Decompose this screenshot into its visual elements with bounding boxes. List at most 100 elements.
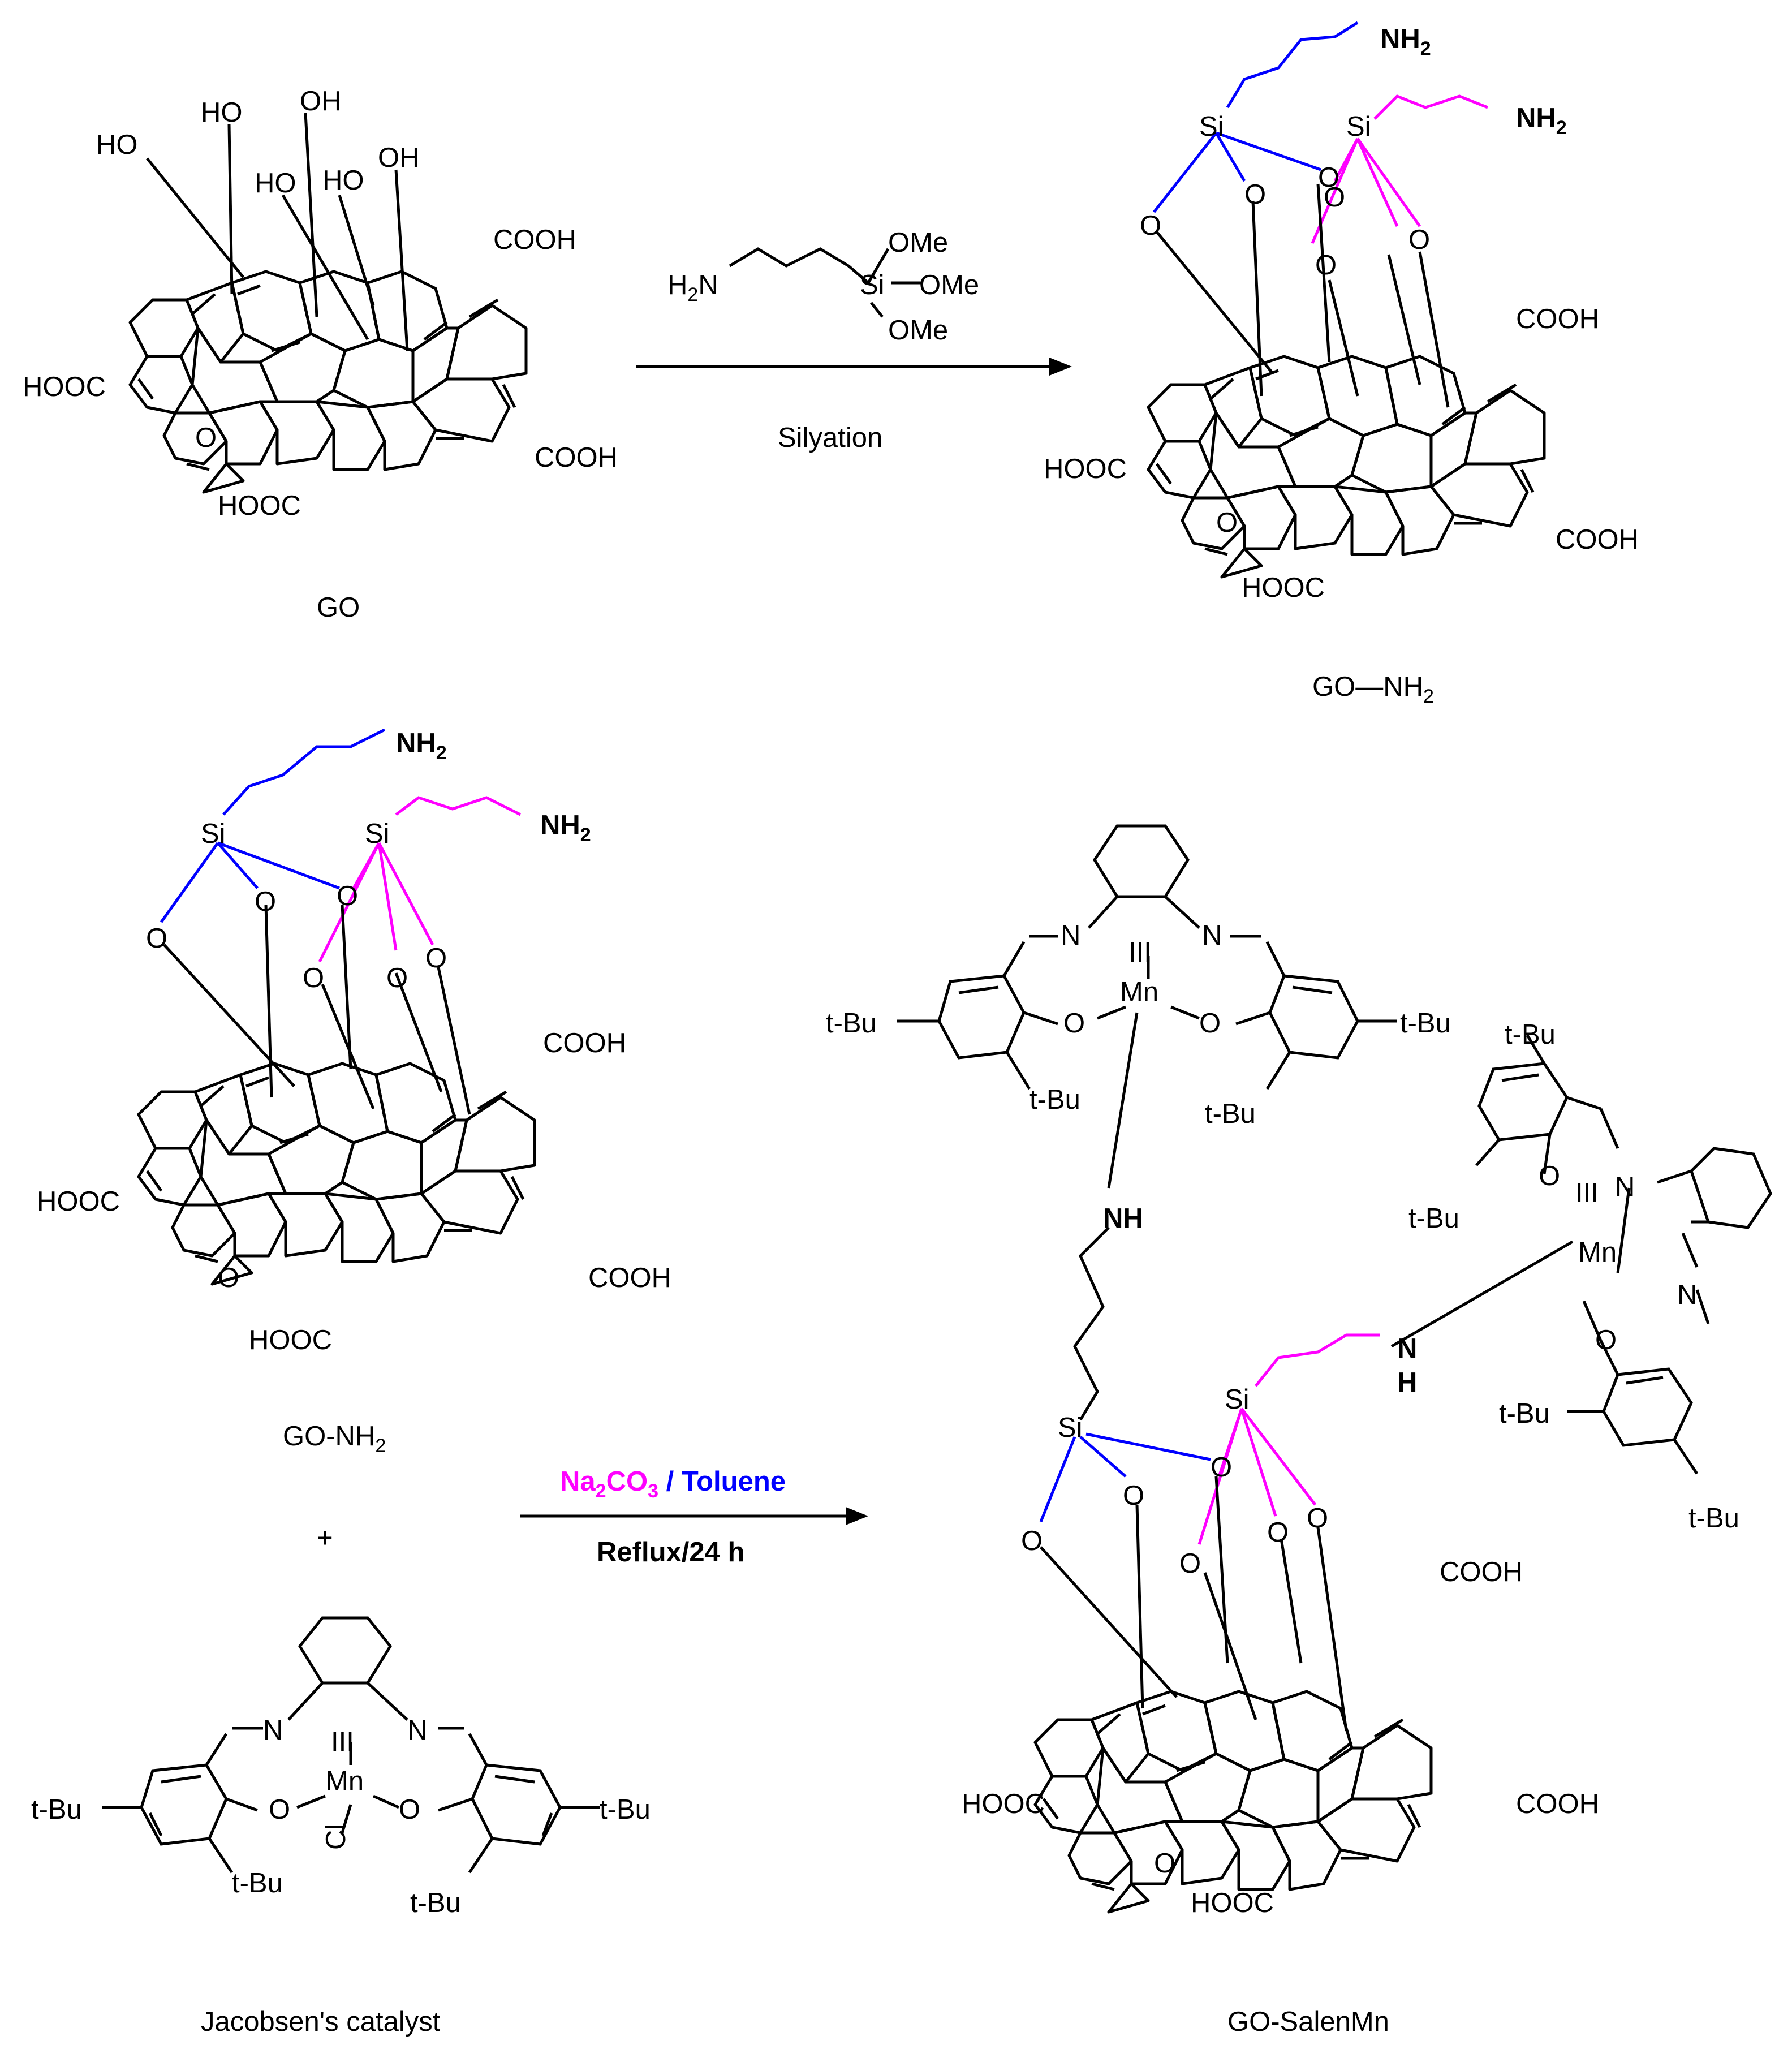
tbu-label: t-Bu — [600, 1794, 651, 1825]
oxygen-label: O — [303, 963, 324, 993]
caption-go-nh2: GO—NH — [1312, 671, 1423, 702]
hydroxyl-label: HO — [255, 168, 296, 199]
oxygen-label: O — [1179, 1548, 1201, 1579]
hydroxyl-label: OH — [378, 143, 420, 173]
carboxyl-label: HOOC — [23, 372, 106, 402]
tbu-label: t-Bu — [1499, 1398, 1550, 1429]
phenoxide-o: O — [1595, 1325, 1617, 1355]
svg-text:NH2: NH2 — [396, 728, 447, 764]
imine-n: N — [1677, 1280, 1697, 1310]
oxygen-label: O — [1324, 182, 1345, 213]
oxygen-label: O — [386, 963, 408, 993]
amine-label: NH — [396, 728, 436, 759]
carboxyl-label: COOH — [535, 442, 618, 473]
amine-label: NH — [540, 810, 580, 841]
tbu-label: t-Bu — [410, 1888, 461, 1918]
step2-immobilization: Na2CO3 / Toluene Reflux/24 h — [520, 1466, 868, 1568]
step1-label: Silyation — [778, 423, 882, 453]
tbu-label: t-Bu — [1400, 1008, 1451, 1039]
hydroxyl-label: HO — [96, 130, 138, 160]
amine-h: H — [667, 270, 687, 300]
base-reagent: Na — [560, 1466, 596, 1497]
oxidation-state: III — [1575, 1178, 1599, 1208]
linker-n: N — [1397, 1333, 1417, 1364]
imine-n: N — [1061, 920, 1080, 951]
silicon-label: Si — [1199, 111, 1224, 142]
carboxyl-label: COOH — [1556, 524, 1639, 555]
go-structure: HO HO OH HO HO OH COOH HOOC O COOH HOOC … — [23, 86, 618, 623]
svg-text:GO—NH2: GO—NH2 — [1312, 671, 1434, 707]
solvent: / Toluene — [658, 1466, 786, 1497]
go-nh2-structure-top: Si Si O O O O O O NH2 NH2 COOH HOOC O CO… — [1044, 21, 1639, 707]
arrow-head — [846, 1507, 868, 1525]
oxidation-state: III — [1128, 937, 1152, 968]
manganese-label: Mn — [1578, 1237, 1617, 1268]
silicon-label: Si — [1225, 1384, 1250, 1415]
oxygen-label: O — [255, 886, 276, 917]
amine-label: NH — [1516, 103, 1556, 134]
silicon-label: Si — [201, 819, 226, 849]
phenoxide-o: O — [1539, 1161, 1560, 1191]
tbu-label: t-Bu — [1408, 1203, 1459, 1234]
phenoxide-o: O — [269, 1794, 290, 1825]
oxygen-label: O — [146, 923, 167, 954]
imine-n: N — [263, 1715, 283, 1746]
amine-label: NH — [1380, 24, 1420, 54]
tbu-label: t-Bu — [1029, 1084, 1080, 1115]
imine-n: N — [407, 1715, 427, 1746]
oxygen-label: O — [1211, 1452, 1232, 1483]
jacobsen-catalyst: N N III Mn O O Cl t-Bu t-Bu t-Bu t-Bu Ja… — [31, 1616, 651, 2037]
carboxyl-label: COOH — [588, 1263, 671, 1293]
hydroxyl-label: HO — [201, 97, 243, 128]
conditions: Reflux/24 h — [597, 1537, 744, 1568]
arrow-head — [1049, 358, 1072, 376]
svg-text:Na2CO3 / Toluene: Na2CO3 / Toluene — [560, 1466, 786, 1502]
tbu-label: t-Bu — [1505, 1019, 1556, 1050]
oxygen-label: O — [1318, 162, 1339, 193]
oxygen-label: O — [1244, 179, 1266, 210]
carboxyl-label: COOH — [1516, 304, 1599, 334]
linker-h: H — [1397, 1367, 1417, 1398]
aptms-ome: OMe — [888, 227, 948, 258]
carboxyl-label: HOOC — [1242, 572, 1325, 603]
aptms-ome: OMe — [919, 270, 979, 300]
amine-n: N — [698, 270, 718, 300]
caption-go-salenmn: GO-SalenMn — [1227, 2007, 1389, 2037]
linker-nh: NH — [1103, 1203, 1143, 1234]
silicon-label: Si — [1058, 1413, 1083, 1443]
caption-go-nh2-left: GO-NH — [283, 1421, 375, 1452]
carboxyl-label: HOOC — [962, 1789, 1045, 1819]
silicon-label: Si — [365, 819, 390, 849]
oxygen-label: O — [1123, 1480, 1144, 1511]
silicon-label: Si — [1346, 111, 1371, 142]
amine-sub: 2 — [687, 284, 698, 305]
carboxyl-label: HOOC — [1191, 1888, 1274, 1918]
phenoxide-o: O — [1199, 1008, 1221, 1039]
oxygen-label: O — [1021, 1526, 1043, 1556]
aptms-ome: OMe — [888, 315, 948, 346]
imine-n: N — [1615, 1172, 1635, 1203]
phenoxide-o: O — [1063, 1008, 1085, 1039]
carboxyl-label: COOH — [1516, 1789, 1599, 1819]
carboxyl-label: COOH — [493, 225, 576, 255]
caption-go: GO — [317, 592, 360, 623]
carboxyl-label: HOOC — [1044, 454, 1127, 484]
caption-jacobsen: Jacobsen's catalyst — [201, 2007, 441, 2037]
step1-silylation: H2N Si OMe OMe OMe Silyation — [636, 227, 1072, 453]
carboxyl-label: HOOC — [218, 490, 301, 521]
oxygen-label: O — [425, 943, 447, 974]
oxygen-label: O — [1307, 1503, 1328, 1534]
plus-sign: + — [317, 1523, 333, 1553]
epoxide-o-label: O — [195, 423, 217, 453]
svg-text:NH2: NH2 — [1516, 103, 1567, 139]
tbu-label: t-Bu — [826, 1008, 877, 1039]
manganese-label: Mn — [325, 1766, 364, 1797]
phenoxide-o: O — [399, 1794, 420, 1825]
svg-text:NH2: NH2 — [540, 810, 591, 846]
epoxide-o-label: O — [1216, 507, 1238, 538]
svg-text:H2N: H2N — [667, 270, 718, 305]
oxygen-label: O — [1140, 210, 1161, 241]
epoxide-o-label: O — [218, 1263, 239, 1293]
oxygen-label: O — [1315, 250, 1337, 281]
